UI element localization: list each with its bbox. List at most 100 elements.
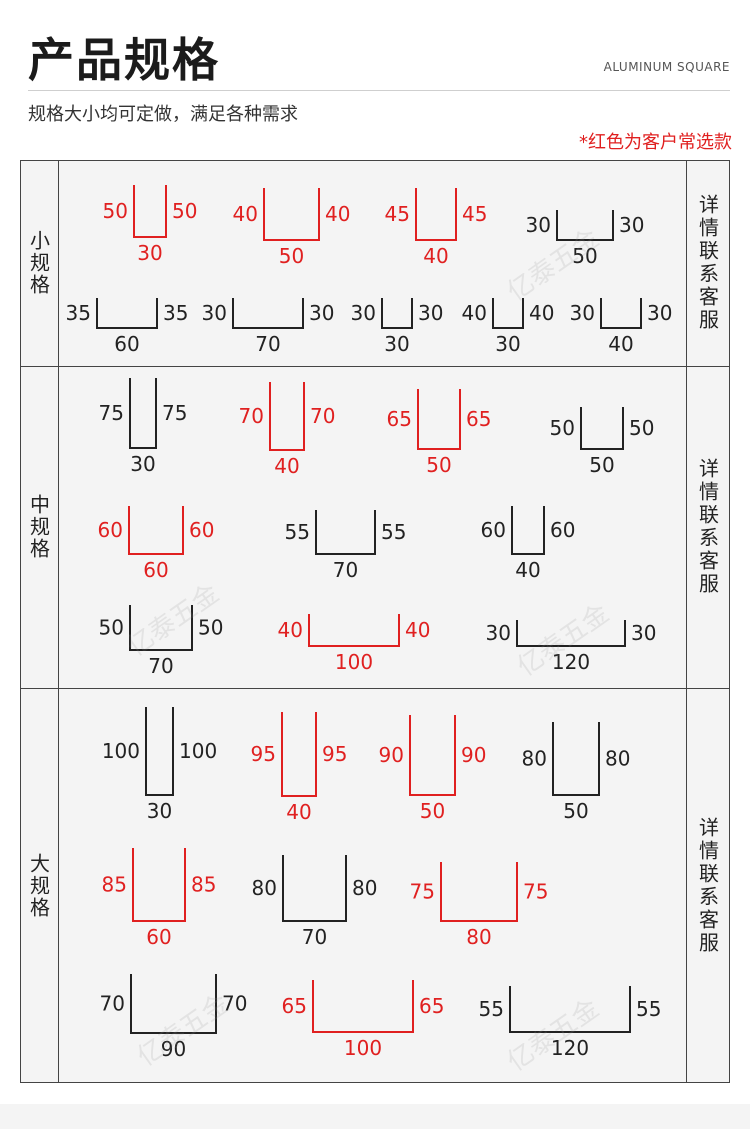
u-profile-shape xyxy=(580,407,624,450)
height-label-right: 55 xyxy=(381,520,406,544)
height-label-right: 30 xyxy=(619,213,644,237)
height-label-left: 70 xyxy=(100,992,125,1016)
height-label-left: 40 xyxy=(233,202,258,226)
row-divider xyxy=(20,366,730,367)
height-label-right: 70 xyxy=(222,992,247,1016)
height-label-left: 55 xyxy=(479,997,504,1021)
u-profile-shape xyxy=(308,614,400,647)
u-profile-shape xyxy=(381,298,413,329)
width-label: 50 xyxy=(426,453,451,477)
height-label-left: 80 xyxy=(522,747,547,771)
height-label-right: 75 xyxy=(162,401,187,425)
u-profile-shape xyxy=(128,506,184,555)
contact-note-large: 详情联系客服 xyxy=(695,816,720,955)
u-profile-shape xyxy=(263,188,320,241)
u-profile-shape xyxy=(269,382,305,451)
height-label-left: 75 xyxy=(99,401,124,425)
width-label: 70 xyxy=(148,654,173,678)
page-subtitle: 规格大小均可定做，满足各种需求 xyxy=(28,104,298,125)
u-profile-shape xyxy=(511,506,545,555)
height-label-right: 80 xyxy=(352,876,377,900)
height-label-right: 50 xyxy=(198,616,223,640)
height-label-left: 85 xyxy=(102,873,127,897)
u-profile-shape xyxy=(415,188,457,241)
height-label-left: 80 xyxy=(252,876,277,900)
height-label-left: 65 xyxy=(387,407,412,431)
height-label-right: 60 xyxy=(189,518,214,542)
height-label-right: 30 xyxy=(631,621,656,645)
height-label-right: 35 xyxy=(163,301,188,325)
width-label: 30 xyxy=(130,452,155,476)
width-label: 40 xyxy=(274,454,299,478)
width-label: 50 xyxy=(572,244,597,268)
height-label-right: 70 xyxy=(310,404,335,428)
width-label: 70 xyxy=(255,332,280,356)
width-label: 120 xyxy=(551,1036,589,1060)
height-label-right: 50 xyxy=(629,416,654,440)
height-label-left: 75 xyxy=(410,880,435,904)
row-label-small: 小规格 xyxy=(26,230,51,296)
u-profile-shape xyxy=(232,298,304,329)
height-label-right: 80 xyxy=(605,747,630,771)
u-profile-shape xyxy=(417,389,461,450)
height-label-right: 90 xyxy=(461,743,486,767)
height-label-left: 95 xyxy=(251,742,276,766)
height-label-right: 85 xyxy=(191,873,216,897)
u-profile-shape xyxy=(145,707,174,796)
width-label: 90 xyxy=(161,1037,186,1061)
page-title-english: ALUMINUM SQUARE xyxy=(603,60,730,74)
u-profile-shape xyxy=(600,298,642,329)
height-label-right: 100 xyxy=(179,739,217,763)
u-profile-shape xyxy=(96,298,158,329)
height-label-right: 50 xyxy=(172,199,197,223)
row-label-large: 大规格 xyxy=(26,852,51,919)
height-label-right: 30 xyxy=(309,301,334,325)
height-label-left: 50 xyxy=(103,199,128,223)
column-divider xyxy=(686,160,687,1083)
height-label-left: 35 xyxy=(66,301,91,325)
table-border-left xyxy=(20,160,21,1083)
height-label-right: 40 xyxy=(325,202,350,226)
height-label-right: 65 xyxy=(466,407,491,431)
u-profile-shape xyxy=(129,605,193,651)
height-label-left: 40 xyxy=(278,618,303,642)
height-label-right: 30 xyxy=(418,301,443,325)
width-label: 40 xyxy=(515,558,540,582)
height-label-left: 30 xyxy=(570,301,595,325)
u-profile-shape xyxy=(440,862,518,922)
height-label-left: 65 xyxy=(282,994,307,1018)
width-label: 40 xyxy=(608,332,633,356)
width-label: 50 xyxy=(563,799,588,823)
row-bg-large xyxy=(20,688,730,1083)
height-label-left: 70 xyxy=(239,404,264,428)
width-label: 120 xyxy=(552,650,590,674)
table-border-right xyxy=(729,160,730,1083)
height-label-right: 55 xyxy=(636,997,661,1021)
width-label: 60 xyxy=(143,558,168,582)
u-profile-shape xyxy=(312,980,414,1033)
height-label-right: 40 xyxy=(405,618,430,642)
table-border-bottom xyxy=(20,1082,730,1083)
u-profile-shape xyxy=(129,378,157,449)
u-profile-shape xyxy=(492,298,524,329)
height-label-left: 100 xyxy=(102,739,140,763)
width-label: 30 xyxy=(147,799,172,823)
width-label: 100 xyxy=(344,1036,382,1060)
width-label: 80 xyxy=(466,925,491,949)
u-profile-shape xyxy=(409,715,456,796)
u-profile-shape xyxy=(315,510,376,555)
height-label-left: 30 xyxy=(526,213,551,237)
width-label: 50 xyxy=(279,244,304,268)
row-divider xyxy=(20,688,730,689)
width-label: 50 xyxy=(589,453,614,477)
height-label-right: 45 xyxy=(462,202,487,226)
width-label: 70 xyxy=(333,558,358,582)
width-label: 30 xyxy=(495,332,520,356)
height-label-right: 95 xyxy=(322,742,347,766)
height-label-left: 45 xyxy=(385,202,410,226)
width-label: 100 xyxy=(335,650,373,674)
height-label-right: 60 xyxy=(550,518,575,542)
width-label: 70 xyxy=(302,925,327,949)
width-label: 40 xyxy=(423,244,448,268)
